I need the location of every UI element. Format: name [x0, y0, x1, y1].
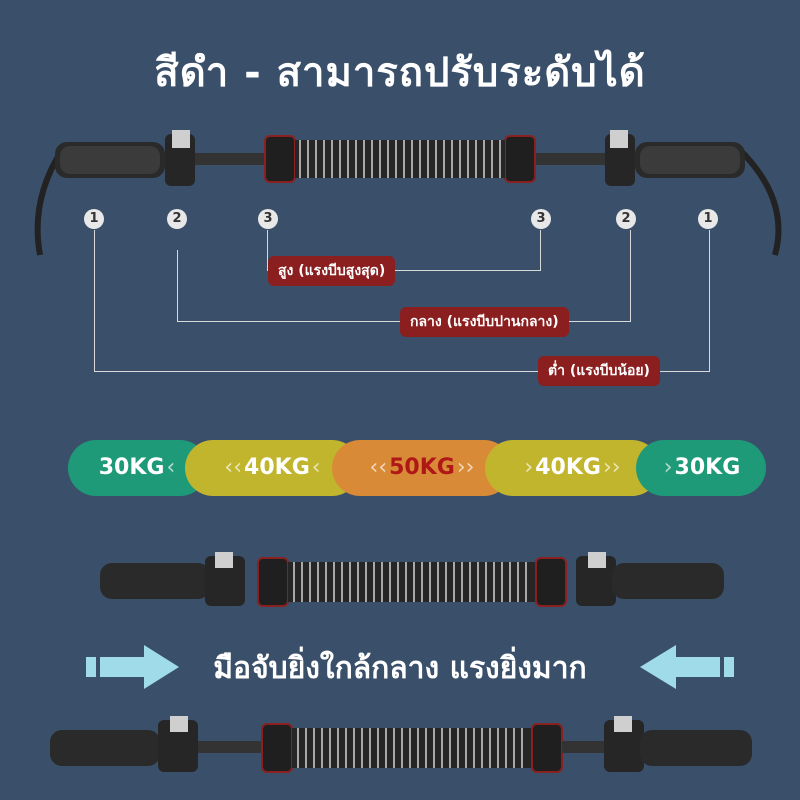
- weight-band-40-left: ‹‹40KG‹: [185, 440, 360, 496]
- arrow-right-icon: [86, 645, 179, 689]
- weight-label-40-left: 40KG: [244, 455, 310, 480]
- marker-1-left: 1: [84, 209, 104, 229]
- marker-3-right: 3: [531, 209, 551, 229]
- weight-band-40-right: ›40KG››: [485, 440, 660, 496]
- level-low-tag: ต่ำ (แรงบีบน้อย): [538, 356, 660, 386]
- chevron-right-icon: ›: [524, 455, 534, 480]
- arm-exerciser-middle: [100, 552, 724, 607]
- chevron-left-icon: ‹: [166, 455, 176, 480]
- connector-mid-right: [630, 230, 631, 321]
- weight-label-50: 50KG: [389, 455, 455, 480]
- chevron-right-icon: ›: [663, 455, 673, 480]
- chevron-left-icon: ‹‹: [369, 455, 388, 480]
- level-high-tag: สูง (แรงบีบสูงสุด): [268, 256, 396, 286]
- chevron-right-icon: ››: [602, 455, 621, 480]
- weight-band-30-left: 30KG‹: [68, 440, 208, 496]
- connector-high-left: [267, 230, 268, 270]
- weight-band-50: ‹‹50KG››: [332, 440, 512, 496]
- chevron-left-icon: ‹‹: [224, 455, 243, 480]
- weight-label-40-right: 40KG: [535, 455, 601, 480]
- connector-low-right: [709, 230, 710, 371]
- chevron-right-icon: ››: [456, 455, 475, 480]
- caption: มือจับยิ่งใกล้กลาง แรงยิ่งมาก: [213, 651, 587, 686]
- marker-3-left: 3: [258, 209, 278, 229]
- connector-mid-left: [177, 250, 178, 321]
- chevron-left-icon: ‹: [311, 455, 321, 480]
- marker-1-right: 1: [698, 209, 718, 229]
- connector-low-h: [94, 371, 710, 372]
- marker-2-right: 2: [616, 209, 636, 229]
- marker-2-left: 2: [167, 209, 187, 229]
- arm-exerciser-top: [34, 130, 782, 256]
- weight-band-30-right: ›30KG: [636, 440, 766, 496]
- connector-high-right: [540, 230, 541, 270]
- arrow-left-icon: [640, 645, 734, 689]
- connector-high-h: [267, 270, 541, 271]
- weight-label-30-left: 30KG: [98, 455, 165, 480]
- level-mid-tag: กลาง (แรงบีบปานกลาง): [400, 307, 569, 337]
- page-title: สีดำ - สามารถปรับระดับได้: [154, 50, 646, 96]
- connector-low-left: [94, 230, 95, 371]
- arm-exerciser-bottom: [50, 716, 752, 773]
- weight-label-30-right: 30KG: [674, 455, 741, 480]
